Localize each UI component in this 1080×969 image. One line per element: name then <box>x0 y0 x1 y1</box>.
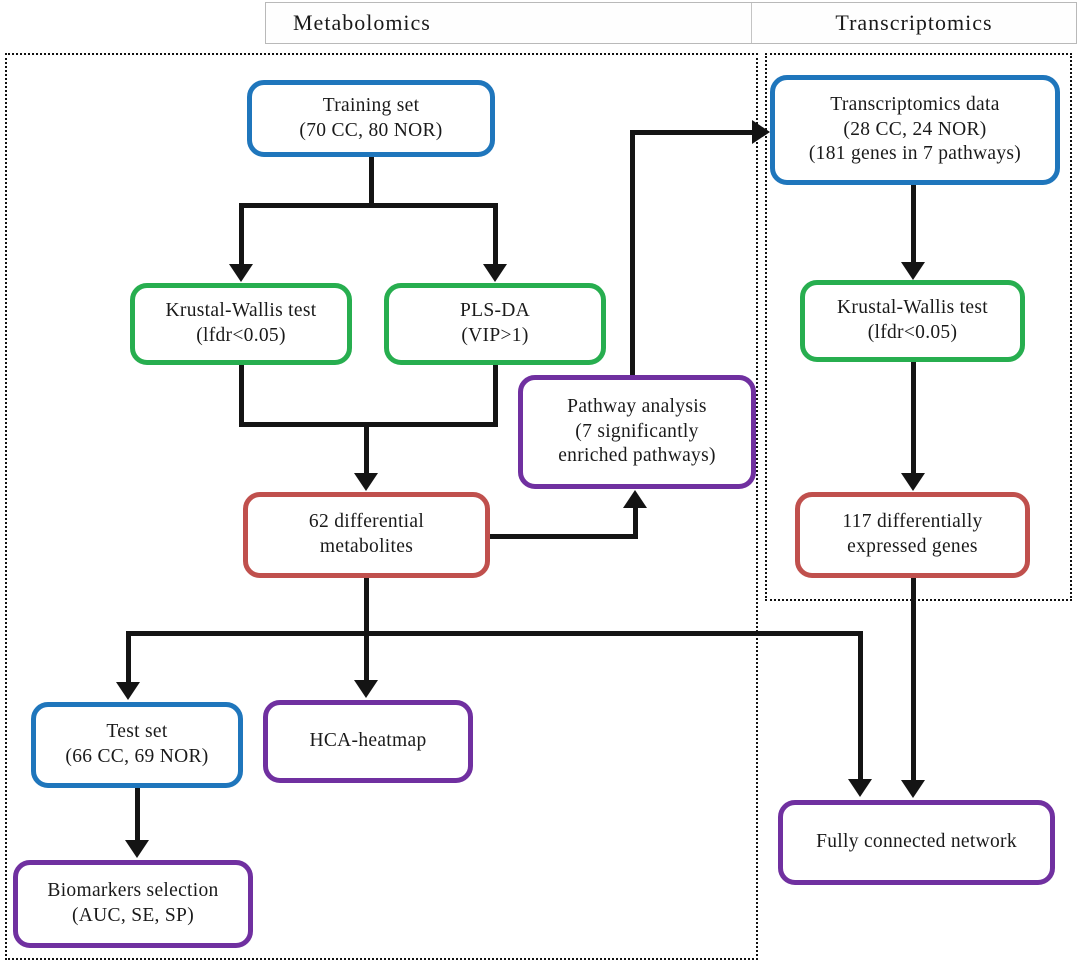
node-pathway-analysis: Pathway analysis (7 significantly enrich… <box>518 375 756 489</box>
node-kruskal-wallis-metabolomics: Krustal-Wallis test (lfdr<0.05) <box>130 283 352 365</box>
node-test-set: Test set (66 CC, 69 NOR) <box>31 702 243 788</box>
arrowhead-to-test-set <box>116 682 140 700</box>
arrowhead-genes-to-network <box>901 780 925 798</box>
node-line: HCA-heatmap <box>309 730 427 752</box>
transcriptomics-region <box>765 53 1072 601</box>
node-line: Fully connected network <box>816 831 1017 853</box>
arrow-to-test-set-line <box>126 631 131 683</box>
node-line: enriched pathways) <box>558 445 716 467</box>
node-line: (lfdr<0.05) <box>196 325 286 346</box>
node-training-set: Training set (70 CC, 80 NOR) <box>247 80 495 157</box>
arrow-to-plsda-line <box>493 203 498 265</box>
node-line: Krustal-Wallis test <box>837 297 988 319</box>
arrow-training-down-line <box>369 157 374 208</box>
node-line: Pathway analysis <box>567 395 707 417</box>
arrowhead-metabolites-to-network <box>848 779 872 797</box>
arrow-pathway-to-transcriptomics-hline <box>630 130 752 135</box>
node-line: metabolites <box>319 536 414 557</box>
node-hca-heatmap: HCA-heatmap <box>263 700 473 783</box>
arrowhead-to-diff-genes <box>901 473 925 491</box>
header-strip: Metabolomics Transcriptomics <box>265 2 1077 44</box>
node-differentially-expressed-genes: 117 differentially expressed genes <box>795 492 1030 578</box>
node-kruskal-wallis-transcriptomics: Krustal-Wallis test (lfdr<0.05) <box>800 280 1025 362</box>
arrow-kruskal-merge-left-line <box>239 365 244 427</box>
arrow-plsda-merge-right-line <box>493 365 498 427</box>
arrow-to-diff-metabolites-line <box>364 422 369 474</box>
node-line: Krustal-Wallis test <box>165 300 317 322</box>
arrow-kruskal-trans-down-line <box>911 362 916 474</box>
node-line: Biomarkers selection <box>47 880 219 902</box>
arrow-bottom-split-hline <box>126 631 863 636</box>
arrow-metabolites-to-network-line <box>858 631 863 780</box>
node-line: (7 significantly <box>575 420 699 442</box>
arrow-training-split-line <box>239 203 498 208</box>
node-line: Transcriptomics data <box>830 93 1000 115</box>
arrow-to-kruskal-metab-line <box>239 203 244 265</box>
node-line: (66 CC, 69 NOR) <box>65 746 209 767</box>
metabolomics-region <box>5 53 758 960</box>
arrow-metabolites-to-pathway-hline <box>490 534 638 539</box>
node-line: 62 differential <box>308 511 425 533</box>
transcriptomics-header-label: Transcriptomics <box>751 3 1076 43</box>
arrowhead-to-kruskal-trans <box>901 262 925 280</box>
node-transcriptomics-data: Transcriptomics data (28 CC, 24 NOR) (18… <box>770 75 1060 185</box>
arrowhead-to-transcriptomics-data <box>752 120 770 144</box>
metabolomics-header-label: Metabolomics <box>293 10 431 35</box>
node-line: (AUC, SE, SP) <box>71 905 194 926</box>
node-fully-connected-network: Fully connected network <box>778 800 1055 885</box>
node-line: PLS-DA <box>459 300 531 322</box>
node-biomarkers-selection: Biomarkers selection (AUC, SE, SP) <box>13 860 253 948</box>
arrowhead-to-biomarkers <box>125 840 149 858</box>
node-line: Training set <box>322 94 420 116</box>
node-pls-da: PLS-DA (VIP>1) <box>384 283 606 365</box>
node-line: expressed genes <box>847 536 978 557</box>
node-line: 117 differentially <box>842 511 983 533</box>
arrowhead-to-kruskal-metab <box>229 264 253 282</box>
arrow-testset-down-line <box>135 788 140 841</box>
node-line: Test set <box>106 721 168 743</box>
node-differential-metabolites: 62 differential metabolites <box>243 492 490 578</box>
node-line: (181 genes in 7 pathways) <box>808 143 1022 165</box>
arrowhead-to-pathway-analysis <box>623 490 647 508</box>
node-line: (VIP>1) <box>461 325 529 346</box>
node-line: (lfdr<0.05) <box>867 322 958 343</box>
arrow-pathway-up-line <box>630 132 635 375</box>
arrowhead-to-hca-heatmap <box>354 680 378 698</box>
arrow-metabolites-to-pathway-vline <box>633 508 638 539</box>
node-line: (28 CC, 24 NOR) <box>843 118 987 140</box>
arrow-genes-to-network-line <box>911 578 916 781</box>
node-line: (70 CC, 80 NOR) <box>299 119 443 141</box>
arrow-metabolites-down-line <box>364 578 369 681</box>
arrowhead-to-plsda <box>483 264 507 282</box>
arrowhead-to-diff-metabolites <box>354 473 378 491</box>
arrow-transdata-down-line <box>911 185 916 262</box>
